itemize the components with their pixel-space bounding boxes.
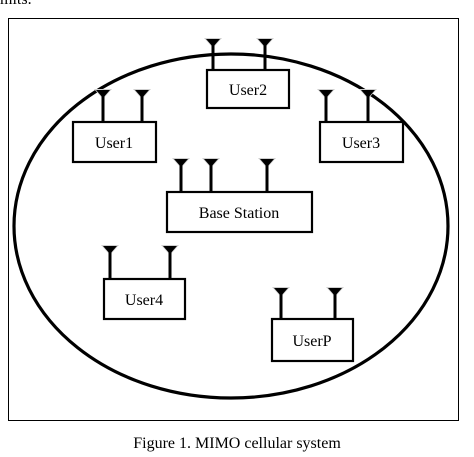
node-label: UserP	[292, 333, 331, 350]
antenna-icon	[204, 38, 222, 71]
antenna-icon	[258, 158, 276, 193]
antenna-icon	[94, 89, 112, 123]
node-label: User2	[229, 82, 267, 99]
figure-caption: Figure 1. MIMO cellular system	[133, 435, 341, 452]
node-box	[318, 120, 405, 164]
antenna-icon	[133, 89, 151, 123]
antenna-icon	[359, 89, 377, 123]
cell-boundary	[12, 52, 450, 400]
user2-node: User2	[204, 38, 291, 110]
user1-node: User1	[71, 89, 158, 164]
node-box	[270, 317, 355, 363]
antenna-icon	[101, 245, 119, 280]
antenna-icon	[202, 158, 220, 193]
user3-node: User3	[317, 89, 405, 164]
node-box	[102, 277, 187, 321]
node-box	[205, 68, 291, 110]
base-station-node: Base Station	[165, 158, 314, 234]
node-label: User4	[125, 292, 163, 309]
node-label: User3	[342, 135, 380, 152]
user4-node: User4	[101, 245, 187, 321]
antenna-icon	[172, 158, 190, 193]
userp-node: UserP	[270, 287, 355, 363]
page-top-fragment: mits.	[0, 0, 32, 10]
antenna-icon	[161, 245, 179, 280]
node-box	[71, 120, 158, 164]
node-box	[165, 190, 314, 234]
node-label: User1	[95, 135, 133, 152]
node-label: Base Station	[199, 205, 279, 222]
antenna-icon	[256, 38, 274, 71]
antenna-icon	[317, 89, 335, 123]
antenna-icon	[272, 287, 290, 320]
antenna-icon	[326, 287, 344, 320]
figure-frame	[8, 18, 459, 421]
